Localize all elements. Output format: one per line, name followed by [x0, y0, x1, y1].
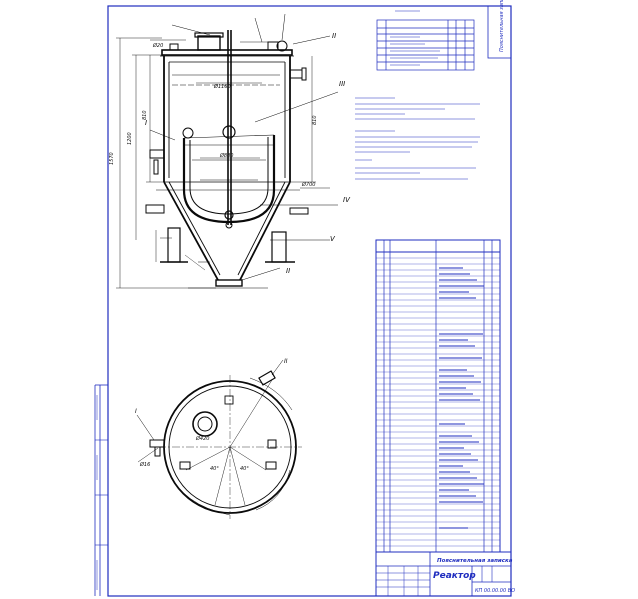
sheet-frame	[94, 5, 512, 597]
svg-text:810: 810	[312, 115, 318, 125]
svg-text:1570: 1570	[109, 152, 115, 165]
section-mark-iii: III	[339, 80, 345, 88]
technical-data-table	[376, 19, 475, 71]
section-mark-ii-top: II	[332, 32, 336, 40]
technical-requirements-text	[355, 97, 480, 180]
section-mark-ii-bottom: II	[286, 267, 290, 275]
document-code: КП 00.00.00 ВО	[475, 588, 515, 594]
svg-text:Ø20: Ø20	[152, 42, 163, 49]
reactor-front-view	[145, 13, 339, 289]
svg-text:40°: 40°	[240, 466, 249, 472]
svg-text:1200: 1200	[127, 132, 133, 145]
svg-text:Ø880: Ø880	[219, 152, 233, 159]
reactor-top-view	[136, 359, 302, 519]
svg-text:Ø420: Ø420	[195, 435, 209, 442]
top-view-labels: Ø16 Ø420 40° 40° II I	[135, 358, 288, 472]
svg-text:II: II	[284, 358, 288, 365]
svg-text:Ø700: Ø700	[301, 181, 315, 188]
svg-text:810: 810	[142, 110, 148, 120]
title-block	[375, 551, 512, 597]
svg-text:Ø16: Ø16	[139, 461, 150, 468]
section-mark-i: I	[145, 119, 147, 127]
svg-text:40°: 40°	[210, 466, 219, 472]
technical-data-table-text	[390, 10, 440, 66]
parts-list-rows	[376, 257, 500, 547]
svg-text:I: I	[135, 408, 137, 415]
front-view-dimension-labels: 1570 1200 810 810 Ø1160 Ø880 Ø20 Ø700	[109, 42, 318, 188]
drawing-title: Реактор	[433, 571, 476, 581]
section-marks: II III IV V I II	[145, 32, 351, 275]
svg-text:Ø1160: Ø1160	[213, 83, 231, 90]
title-block-document-label: Пояснительная записка	[437, 558, 513, 564]
section-mark-iv: IV	[343, 196, 351, 204]
rotated-designation: Пояснительная записка	[499, 0, 505, 52]
front-view-dimensions	[116, 37, 330, 289]
section-mark-v: V	[330, 235, 336, 243]
